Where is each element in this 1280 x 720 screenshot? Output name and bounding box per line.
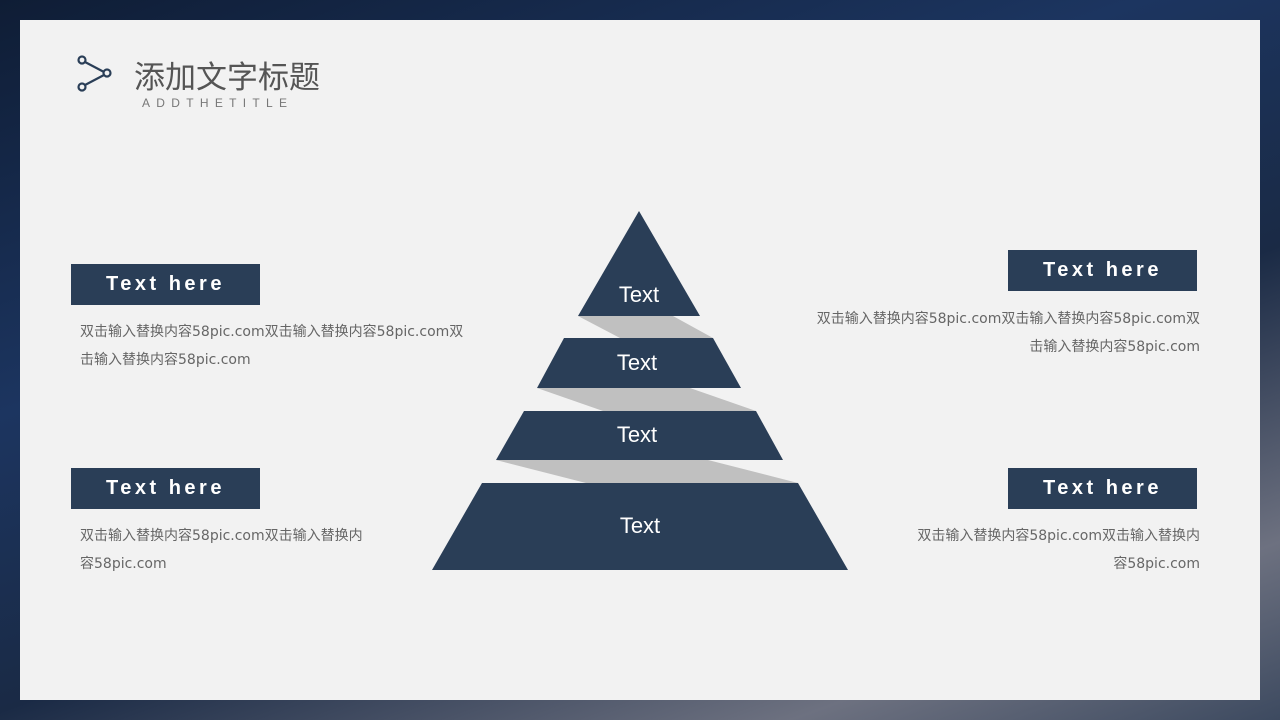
share-nodes-icon <box>77 55 112 92</box>
desc-line: 双击输入替换内容58pic.com双击输入替换内容58pic.com双 <box>816 311 1200 327</box>
pyramid-tier-1-label: Text <box>618 282 660 307</box>
pyramid-connector <box>537 388 756 411</box>
pyramid-tier-2 <box>537 338 741 388</box>
page-title: 添加文字标题 <box>134 60 320 96</box>
label-top-right: Text here <box>1008 250 1197 291</box>
pyramid-tier-4 <box>432 483 848 570</box>
desc-line: 击输入替换内容58pic.com <box>1029 339 1200 355</box>
desc-line: 双击输入替换内容58pic.com双击输入替换内 <box>917 528 1200 544</box>
pyramid-tier-2-label: Text <box>616 350 658 375</box>
desc-bottom-right: 双击输入替换内容58pic.com双击输入替换内 容58pic.com <box>917 522 1200 578</box>
desc-line: 容58pic.com <box>1113 556 1200 572</box>
label-top-left: Text here <box>71 264 260 305</box>
desc-line: 容58pic.com <box>80 556 167 572</box>
desc-line: 双击输入替换内容58pic.com双击输入替换内 <box>80 528 363 544</box>
label-bottom-right: Text here <box>1008 468 1197 509</box>
desc-top-right: 双击输入替换内容58pic.com双击输入替换内容58pic.com双 击输入替… <box>817 305 1200 361</box>
pyramid-tier-3-label: Text <box>616 422 658 447</box>
desc-line: 双击输入替换内容58pic.com双击输入替换内容58pic.com双 <box>80 324 464 340</box>
page-subtitle: ADDTHETITLE <box>142 96 294 110</box>
desc-bottom-left: 双击输入替换内容58pic.com双击输入替换内 容58pic.com <box>80 522 363 578</box>
desc-line: 击输入替换内容58pic.com <box>80 352 251 368</box>
label-bottom-left: Text here <box>71 468 260 509</box>
pyramid-connector <box>578 316 713 338</box>
pyramid-tier-3 <box>496 411 783 460</box>
pyramid-connector <box>496 460 798 483</box>
pyramid-tier-1 <box>578 211 700 316</box>
pyramid-tier-4-label: Text <box>619 513 661 538</box>
desc-top-left: 双击输入替换内容58pic.com双击输入替换内容58pic.com双 击输入替… <box>80 318 463 374</box>
